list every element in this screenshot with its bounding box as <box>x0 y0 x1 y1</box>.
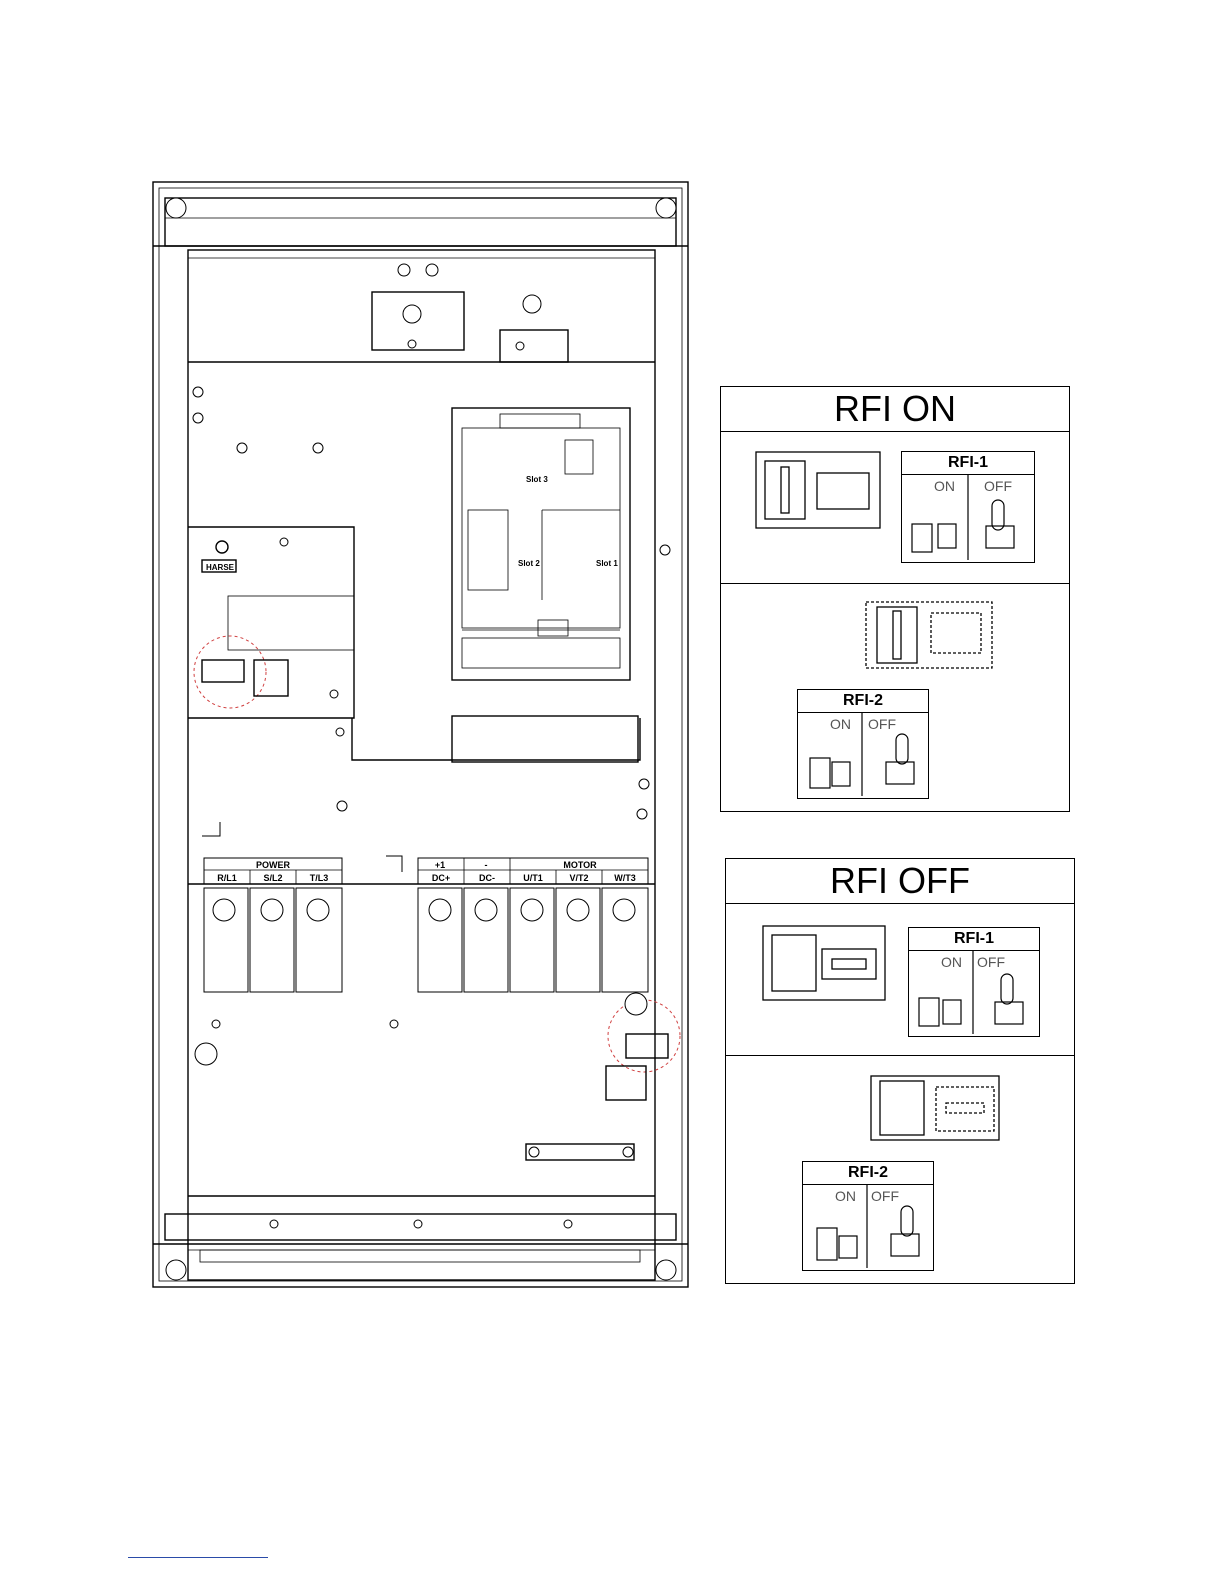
drive-drawing: Slot 3 Slot 2 Slot 1 HARSE POWER +1 - MO… <box>140 170 710 1300</box>
terminal-label: U/T1 <box>523 873 543 883</box>
rfi-off-title: RFI OFF <box>726 859 1074 904</box>
rfi1-jumper-off-icon <box>762 925 886 1001</box>
rfi1-switch: RFI-1 ON OFF <box>901 451 1035 563</box>
rfi1-off-name: RFI-1 <box>909 928 1039 951</box>
slot2-label: Slot 2 <box>518 559 540 568</box>
rfi2-jumper-on-icon <box>865 601 993 669</box>
terminal-label: T/L3 <box>310 873 329 883</box>
rfi2-off-name: RFI-2 <box>803 1162 933 1185</box>
rfi-off-panel: RFI OFF RFI-1 ON OFF <box>725 858 1075 1284</box>
warning-label: HARSE <box>206 563 235 572</box>
rfi1-jumper-on-icon <box>755 451 881 529</box>
rfi2-name: RFI-2 <box>798 690 928 713</box>
rfi1-name: RFI-1 <box>902 452 1034 475</box>
terminal-label: W/T3 <box>614 873 636 883</box>
dc-minus-sign-label: - <box>485 860 488 870</box>
terminal-label: V/T2 <box>569 873 588 883</box>
rfi-on-panel: RFI ON RFI-1 ON OFF <box>720 386 1070 812</box>
rfi2-switch: RFI-2 ON OFF <box>797 689 929 799</box>
rfi1-switch-off: RFI-1 ON OFF <box>908 927 1040 1037</box>
terminal-label: R/L1 <box>217 873 237 883</box>
rfi2-switch-off: RFI-2 ON OFF <box>802 1161 934 1271</box>
slot1-label: Slot 1 <box>596 559 618 568</box>
dc-p1-label: +1 <box>435 860 445 870</box>
footer-rule <box>128 1557 268 1558</box>
terminal-label: DC- <box>479 873 495 883</box>
rfi-on-title: RFI ON <box>721 387 1069 432</box>
terminal-label: DC+ <box>432 873 450 883</box>
power-group-label: POWER <box>256 860 291 870</box>
slot3-label: Slot 3 <box>526 475 548 484</box>
terminal-label: S/L2 <box>263 873 282 883</box>
motor-group-label: MOTOR <box>563 860 597 870</box>
rfi2-jumper-off-icon <box>870 1075 1000 1141</box>
